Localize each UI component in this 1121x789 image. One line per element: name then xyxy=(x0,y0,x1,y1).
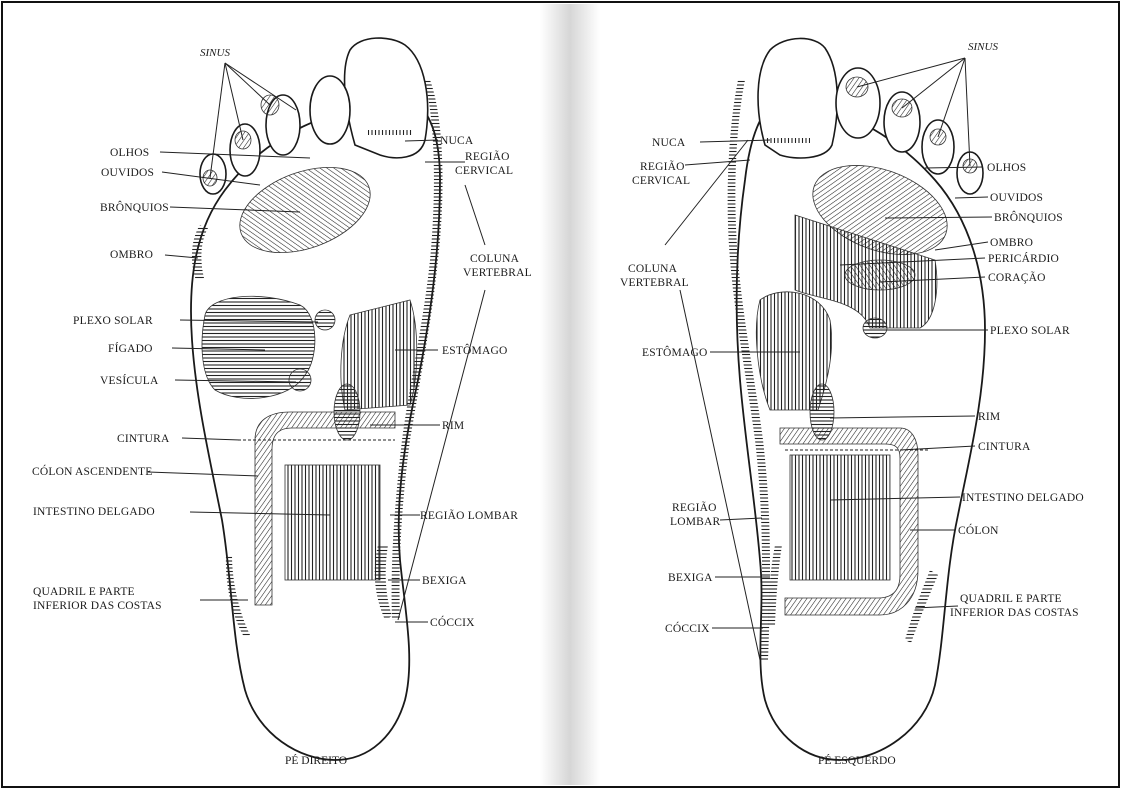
right-label-colon-ascendente: CÓLON ASCENDENTE xyxy=(32,464,152,478)
right-label-nuca: NUCA xyxy=(440,135,474,147)
right-label-cintura: CINTURA xyxy=(117,433,170,445)
left-label-quadril-1: QUADRIL E PARTE xyxy=(960,593,1062,605)
right-label-vesicula: VESÍCULA xyxy=(100,373,159,387)
right-nuca-zone xyxy=(368,130,413,135)
right-label-cervical-2: CERVICAL xyxy=(455,165,513,177)
right-label-bexiga: BEXIGA xyxy=(422,575,467,587)
right-label-quadril-2: INFERIOR DAS COSTAS xyxy=(33,600,162,612)
right-label-coluna-1: COLUNA xyxy=(470,253,520,265)
right-vesicula-zone xyxy=(289,369,311,391)
right-label-ouvidos: OUVIDOS xyxy=(101,167,154,179)
left-label-lombar-2: LOMBAR xyxy=(670,516,721,528)
left-label-sinus: SINUS xyxy=(968,41,998,53)
left-label-cintura: CINTURA xyxy=(978,441,1031,453)
left-label-coccix: CÓCCIX xyxy=(665,621,710,635)
left-label-cervical-2: CERVICAL xyxy=(632,175,690,187)
right-label-figado: FÍGADO xyxy=(108,341,153,355)
left-label-pericardio: PERICÁRDIO xyxy=(988,251,1059,265)
right-plexo-solar-zone xyxy=(315,310,335,330)
left-label-olhos: OLHOS xyxy=(987,162,1026,174)
right-label-quadril-1: QUADRIL E PARTE xyxy=(33,586,135,598)
left-label-ouvidos: OUVIDOS xyxy=(990,192,1043,204)
left-label-plexo-solar: PLEXO SOLAR xyxy=(990,325,1070,337)
right-label-intestino-delgado: INTESTINO DELGADO xyxy=(33,506,155,518)
book-gutter xyxy=(540,4,600,785)
right-toe-2 xyxy=(310,76,350,144)
right-label-sinus: SINUS xyxy=(200,47,230,59)
left-toe-4 xyxy=(922,120,954,174)
left-plexo-solar-zone xyxy=(863,318,887,338)
right-label-estomago: ESTÔMAGO xyxy=(442,343,508,357)
left-label-nuca: NUCA xyxy=(652,137,686,149)
left-label-bexiga: BEXIGA xyxy=(668,572,713,584)
left-intestino-zone xyxy=(790,455,890,580)
right-label-rim: RIM xyxy=(442,420,464,432)
left-nuca-zone xyxy=(765,138,810,143)
right-label-bronquios: BRÔNQUIOS xyxy=(100,200,169,214)
left-foot-caption: PÉ ESQUERDO xyxy=(818,753,896,767)
right-foot-caption: PÉ DIREITO xyxy=(285,753,347,767)
right-label-ombro: OMBRO xyxy=(110,249,153,261)
right-label-regiao-lombar: REGIÃO LOMBAR xyxy=(420,508,518,522)
left-label-intestino-delgado: INTESTINO DELGADO xyxy=(962,492,1084,504)
left-label-estomago: ESTÔMAGO xyxy=(642,345,708,359)
left-label-colon: CÓLON xyxy=(958,523,999,537)
right-label-cervical-1: REGIÃO xyxy=(465,149,510,163)
right-label-olhos: OLHOS xyxy=(110,147,149,159)
right-big-toe xyxy=(345,38,428,158)
left-label-quadril-2: INFERIOR DAS COSTAS xyxy=(950,607,1079,619)
left-label-coluna-2: VERTEBRAL xyxy=(620,277,689,289)
right-label-coluna-2: VERTEBRAL xyxy=(463,267,532,279)
left-label-bronquios: BRÔNQUIOS xyxy=(994,210,1063,224)
left-label-rim: RIM xyxy=(978,411,1000,423)
left-label-ombro: OMBRO xyxy=(990,237,1033,249)
left-label-coluna-1: COLUNA xyxy=(628,263,678,275)
right-label-coccix: CÓCCIX xyxy=(430,615,475,629)
left-label-cervical-1: REGIÃO xyxy=(640,159,685,173)
left-label-coracao: CORAÇÃO xyxy=(988,270,1046,284)
right-label-plexo-solar: PLEXO SOLAR xyxy=(73,315,153,327)
right-intestino-zone xyxy=(285,465,380,580)
left-label-lombar-1: REGIÃO xyxy=(672,500,717,514)
